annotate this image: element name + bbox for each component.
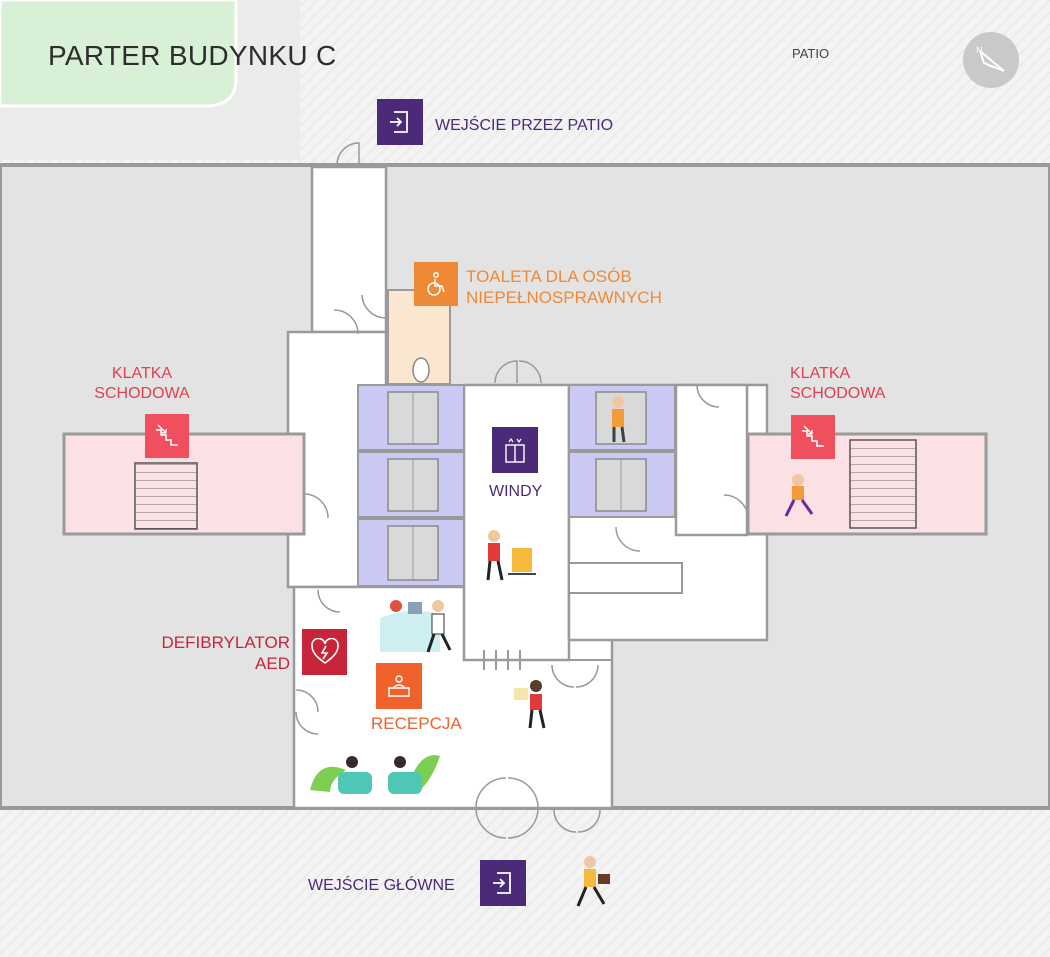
stairwell-left-sign	[145, 414, 189, 458]
person-in-elevator-illustration	[612, 396, 626, 443]
toilet-bowl	[412, 357, 430, 383]
reception-desk-illustration	[380, 600, 452, 653]
stairwell-left-line1: KLATKA	[111, 365, 173, 382]
reception-desk-icon	[388, 675, 410, 697]
stairwell-left-label: KLATKA SCHODOWA	[86, 364, 198, 404]
stairs-flight-left	[134, 462, 198, 530]
svg-text:N: N	[976, 45, 983, 55]
entrance-icon	[493, 872, 511, 894]
door-swings	[295, 142, 749, 839]
stairs-icon	[156, 424, 178, 446]
worker-with-cart-illustration	[486, 530, 536, 581]
lounge-illustration	[310, 755, 440, 794]
main-entrance-sign	[480, 860, 526, 906]
accessible-toilet-label: TOALETA DLA OSÓB NIEPEŁNOSPRAWNYCH	[466, 266, 662, 309]
page-title: PARTER BUDYNKU C	[48, 40, 337, 71]
stairs-flight-right	[849, 439, 917, 529]
accessible-toilet-sign	[414, 262, 458, 306]
heart-defibrillator-icon	[310, 638, 339, 664]
main-entrance-label: WEJŚCIE GŁÓWNE	[308, 877, 455, 894]
elevators-label: WINDY	[489, 483, 543, 500]
elevators-sign	[492, 427, 538, 473]
north-arrow-icon: N	[976, 45, 1005, 72]
stairwell-right-sign	[791, 415, 835, 459]
aed-sign	[302, 629, 347, 675]
running-person-entrance-illustration	[576, 856, 610, 907]
compass: N	[963, 32, 1019, 88]
toilet-label-line2: NIEPEŁNOSPRAWNYCH	[466, 288, 662, 308]
stairwell-right-line2: SCHODOWA	[790, 385, 886, 402]
reception-sign	[376, 663, 422, 709]
aed-label-line1: DEFIBRYLATOR	[161, 633, 290, 652]
person-with-box-illustration	[514, 680, 546, 729]
reception-label: RECEPCJA	[371, 714, 462, 733]
patio-entrance-label: WEJŚCIE PRZEZ PATIO	[435, 117, 614, 134]
storage-room	[568, 562, 683, 594]
stairwell-right-label: KLATKA SCHODOWA	[790, 364, 885, 404]
toilet-label-line1: TOALETA DLA OSÓB	[466, 267, 632, 286]
stairwell-right-line1: KLATKA	[790, 365, 851, 382]
elevator-door-seams	[412, 392, 622, 580]
wheelchair-icon	[427, 272, 445, 296]
patio-entrance-sign	[377, 99, 423, 145]
entrance-icon	[390, 111, 408, 133]
elevator-icon	[505, 437, 525, 463]
patio-label: PATIO	[792, 46, 830, 61]
stairs-icon	[802, 425, 824, 447]
railing	[466, 650, 612, 670]
running-person-stairs-illustration	[784, 474, 814, 517]
aed-label-line2: AED	[255, 654, 290, 674]
garden-lawn	[0, 0, 238, 108]
stairwell-left-line2: SCHODOWA	[94, 385, 190, 402]
aed-label: DEFIBRYLATOR AED	[150, 632, 290, 675]
